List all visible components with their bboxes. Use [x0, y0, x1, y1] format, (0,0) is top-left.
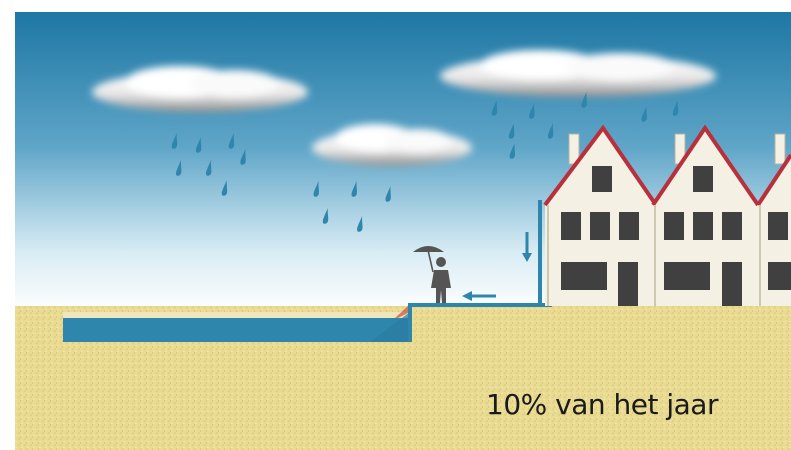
person-with-umbrella-icon	[413, 246, 451, 303]
flow-arrow-down-icon	[522, 232, 532, 262]
rain-cloud-icon	[92, 66, 308, 112]
canal-water	[63, 317, 410, 342]
rain-cloud-icon	[312, 124, 472, 166]
caption-text: 10% van het jaar	[486, 388, 718, 421]
flow-arrow-left-icon	[462, 291, 496, 301]
rain-cloud-icon	[440, 50, 716, 97]
canal-houses-icon	[543, 124, 791, 306]
